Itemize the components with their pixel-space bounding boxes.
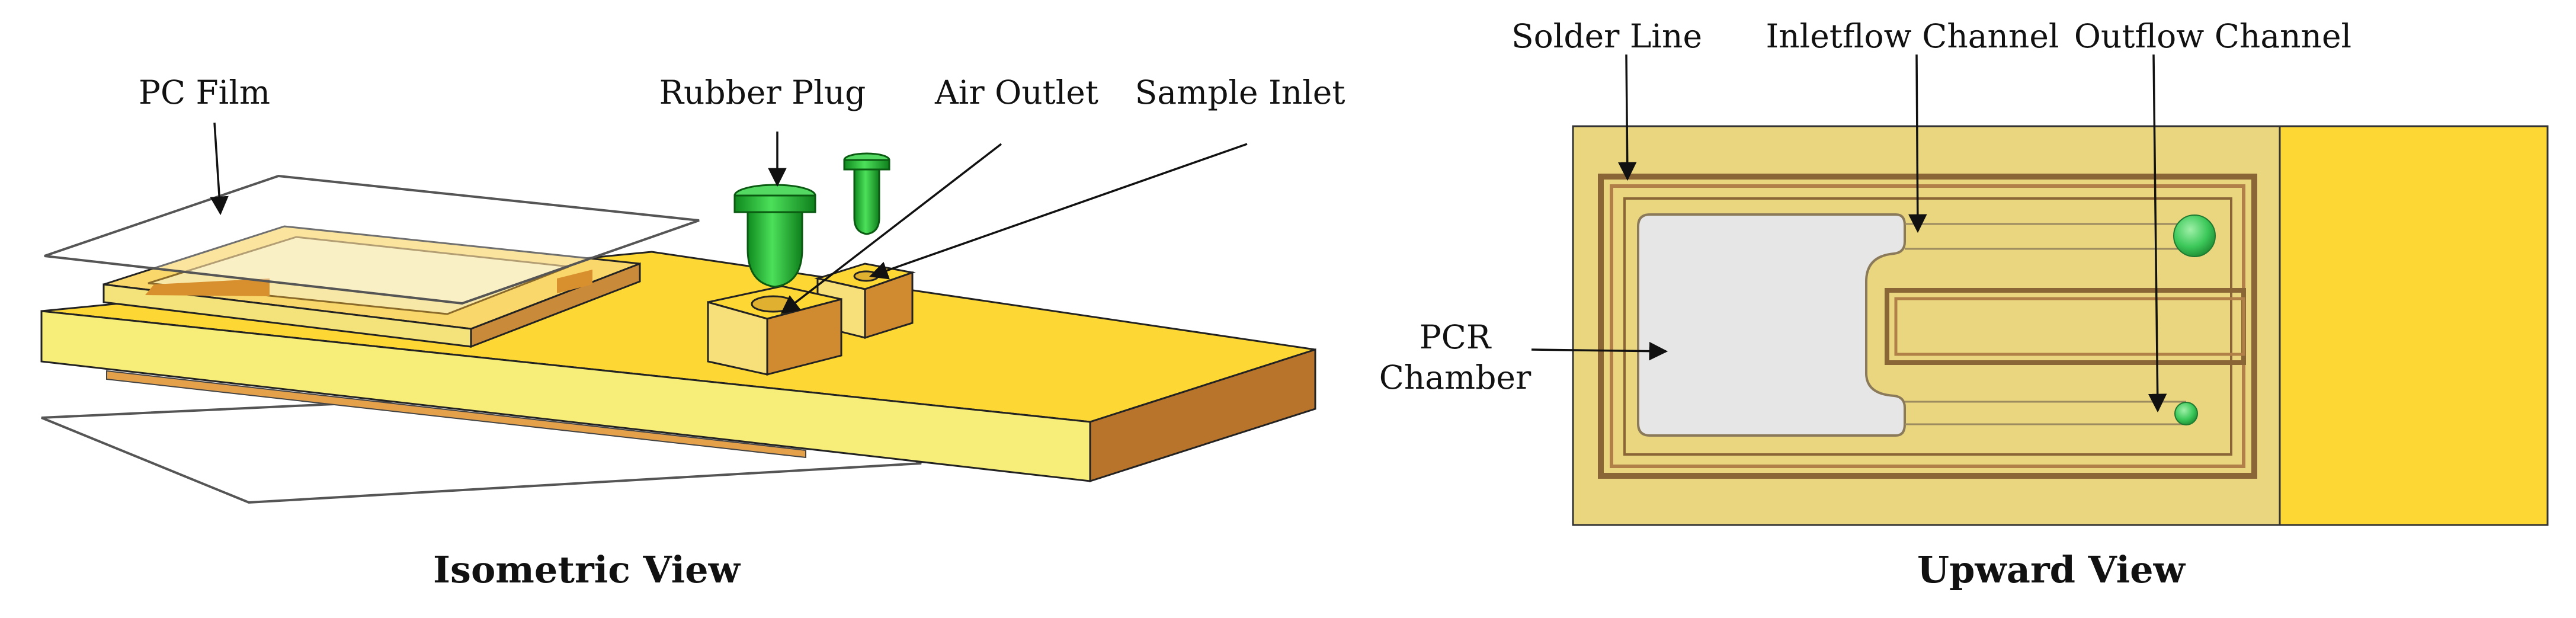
board-underside-strip: [106, 370, 806, 459]
air-outlet-leader: [780, 143, 1002, 314]
upward-view: Solder Line Inletflow Channel Outflow Ch…: [1379, 17, 2549, 591]
rubber-plug-label: Rubber Plug: [659, 73, 866, 111]
inletflow-channel-leader: [1908, 54, 1927, 233]
pc-film-label: PC Film: [139, 73, 270, 111]
outlet-port: [2174, 402, 2198, 425]
board-side-face: [1089, 348, 1316, 483]
solder-line-leader: [1617, 54, 1637, 181]
pcr-chamber-label-line1: PCR: [1420, 318, 1492, 356]
solder-line-outer: [1598, 174, 2257, 479]
solder-line-label: Solder Line: [1511, 17, 1702, 55]
pcr-chamber-leader: [1531, 341, 1668, 361]
sample-inlet-leader: [869, 143, 1248, 280]
pc-film-leader: [210, 122, 229, 216]
board-yellow-section: [2279, 125, 2549, 526]
outflow-channel-label: Outflow Channel: [2074, 17, 2351, 55]
air-outlet-label: Air Outlet: [934, 73, 1098, 111]
inlet-port: [2173, 214, 2216, 257]
chamber-frame: [102, 225, 641, 348]
pcr-chamber-label-line2: Chamber: [1379, 358, 1531, 396]
outflow-channel-leader: [2148, 54, 2167, 413]
sample-inlet-label: Sample Inlet: [1135, 73, 1345, 111]
isometric-view: PC Film Rubber Plug Air Outlet Sample In…: [40, 73, 1345, 591]
top-pc-film: [44, 174, 700, 305]
isometric-view-caption: Isometric View: [433, 548, 741, 591]
solder-middle-bar: [1885, 288, 2246, 365]
upward-view-caption: Upward View: [1917, 548, 2186, 591]
air-outlet-block: [707, 285, 842, 376]
rubber-plug-small: [843, 152, 890, 235]
inletflow-channel-label: Inletflow Channel: [1766, 17, 2059, 55]
pcr-chamber: [1637, 213, 1906, 437]
rubber-plug-large: [733, 184, 816, 288]
